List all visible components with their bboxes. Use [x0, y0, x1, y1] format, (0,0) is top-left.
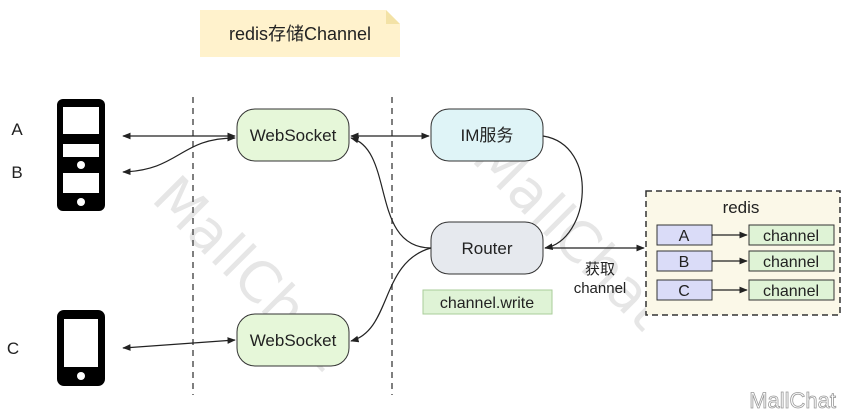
- phone-icon: [57, 310, 105, 386]
- websocket-node-bottom: WebSocket: [236, 313, 350, 367]
- redis-row: C channel: [656, 279, 835, 301]
- channel-write-label-box: channel.write: [422, 289, 553, 315]
- redis-value-b: channel: [763, 254, 819, 271]
- note-text: redis存储Channel: [229, 24, 371, 44]
- redis-title: redis: [723, 198, 760, 217]
- edge-im-router: [542, 135, 583, 250]
- get-channel-label-line2: channel: [574, 280, 627, 297]
- corner-watermark: MallChat: [749, 388, 836, 413]
- redis-row: B channel: [656, 250, 835, 272]
- phone-icon: [57, 99, 105, 211]
- get-channel-label-line1: 获取: [585, 261, 615, 278]
- redis-container: redis A channel B channel C channel: [645, 190, 841, 316]
- client-label-c: C: [7, 339, 19, 358]
- router-node: Router: [430, 221, 544, 275]
- client-label-b: B: [11, 163, 22, 182]
- client-label-a: A: [11, 120, 23, 139]
- router-label: Router: [461, 239, 512, 258]
- redis-key-c: C: [678, 283, 690, 300]
- edge-b-websocket: [122, 134, 236, 176]
- redis-key-a: A: [679, 228, 690, 245]
- channel-write-label: channel.write: [440, 295, 534, 312]
- edges: [122, 132, 645, 351]
- im-service-node: IM服务: [430, 108, 544, 162]
- im-service-label: IM服务: [461, 126, 514, 145]
- redis-value-c: channel: [763, 283, 819, 300]
- redis-row: A channel: [656, 224, 835, 246]
- redis-store-note: redis存储Channel: [200, 10, 400, 57]
- redis-key-b: B: [679, 254, 690, 271]
- edge-router-websocket-bottom: [350, 247, 432, 343]
- websocket-top-label: WebSocket: [250, 126, 337, 145]
- websocket-node-top: WebSocket: [236, 108, 350, 162]
- edge-router-websocket-top: [350, 136, 432, 249]
- edge-c-websocket: [122, 337, 236, 351]
- websocket-bottom-label: WebSocket: [250, 331, 337, 350]
- redis-value-a: channel: [763, 228, 819, 245]
